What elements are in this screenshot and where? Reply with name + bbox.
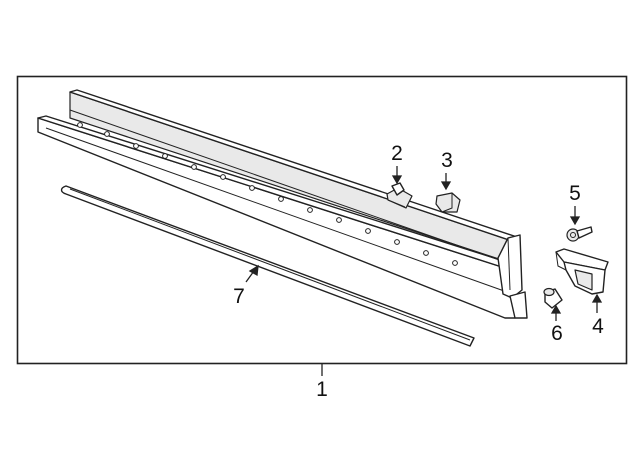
- callout-3: 3: [441, 149, 453, 172]
- clip-part-2: [386, 182, 413, 209]
- bracket-part-4: [555, 248, 609, 295]
- diagram-frame: [16, 75, 628, 365]
- callout-7: 7: [233, 285, 245, 308]
- retainer-part-3: [435, 192, 461, 213]
- callout-5: 5: [569, 182, 581, 205]
- screw-part-5: [566, 226, 593, 242]
- mounting-holes: [77, 122, 458, 266]
- callout-6: 6: [551, 322, 563, 345]
- callout-4: 4: [592, 315, 604, 338]
- callout-2: 2: [391, 142, 403, 165]
- spacer-part-6: [543, 287, 563, 309]
- leader-lines: [245, 166, 603, 376]
- lower-molding-strip: [60, 185, 475, 347]
- callout-1: 1: [316, 378, 328, 401]
